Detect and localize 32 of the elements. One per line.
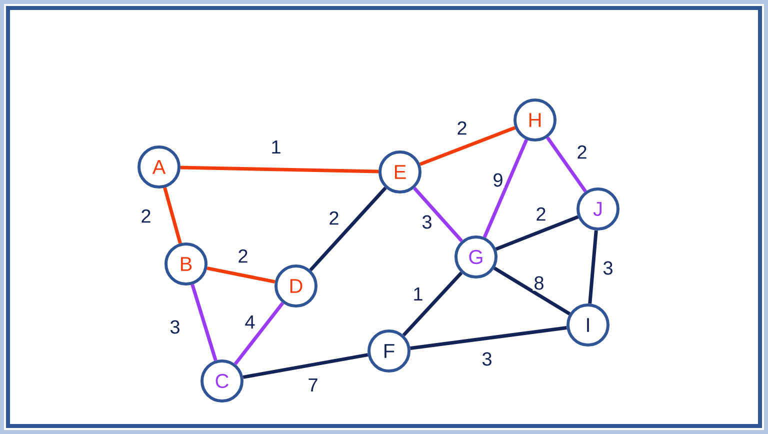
edge-weight: 4 — [244, 314, 256, 330]
graph-edge — [234, 302, 284, 366]
graph-edge — [163, 187, 182, 244]
edge-weight: 3 — [420, 214, 434, 230]
edge-weight: 2 — [534, 206, 548, 222]
edge-weight: 2 — [236, 248, 250, 264]
edge-weight: 2 — [576, 144, 588, 160]
graph-edge — [546, 136, 588, 192]
graph-edge — [206, 266, 276, 284]
edge-weight: 3 — [480, 351, 494, 367]
edge-weight: 2 — [456, 120, 468, 136]
graph-edge — [410, 326, 567, 350]
graph-edge — [180, 166, 379, 174]
edge-weight: 1 — [412, 286, 424, 302]
graph-edge — [493, 266, 571, 316]
edge-weight: 2 — [328, 210, 340, 226]
graph-edge — [413, 186, 463, 242]
edge-weight: 7 — [306, 377, 320, 393]
graph-edge — [419, 126, 516, 166]
graph-edge — [190, 284, 218, 361]
edge-weight: 8 — [532, 275, 546, 291]
graph-edge — [588, 230, 598, 304]
graph-edge — [495, 215, 579, 251]
edge-weight: 1 — [270, 139, 282, 155]
graph-edge — [309, 186, 387, 272]
edge-weight: 9 — [492, 172, 504, 188]
edge-weight: 2 — [140, 208, 152, 224]
graph-edge — [242, 353, 368, 379]
graph-edge — [482, 139, 528, 238]
edge-weight: 3 — [168, 319, 182, 335]
edge-weight: 3 — [602, 260, 614, 276]
graph-edge — [402, 272, 463, 336]
